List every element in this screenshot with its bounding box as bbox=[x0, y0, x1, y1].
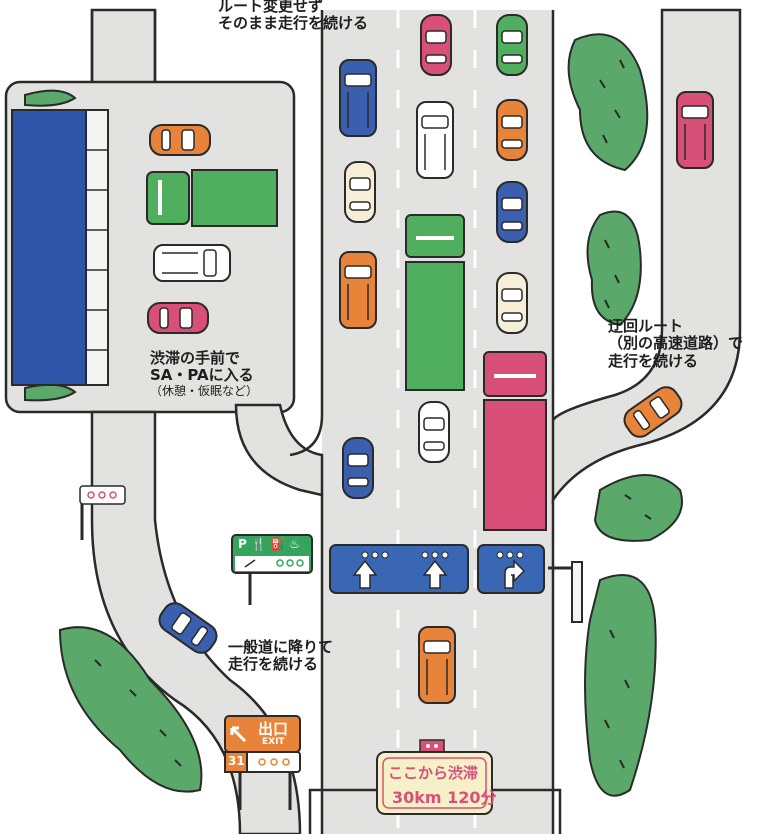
small-signpost bbox=[79, 485, 126, 540]
tree-6 bbox=[24, 89, 77, 107]
label-line: （休憩・仮眠など） bbox=[150, 383, 259, 398]
sapa-road-top bbox=[90, 8, 157, 92]
sapa-exit-road bbox=[234, 403, 324, 497]
parked-car-pink bbox=[147, 302, 209, 334]
label-continue-route: ルート変更せず そのまま走行を続ける bbox=[218, 0, 368, 33]
exit-sign bbox=[224, 715, 301, 810]
exit-arrow-icon bbox=[230, 726, 247, 743]
car-orange-lane2c bbox=[418, 626, 456, 704]
truck-pink-lane3 bbox=[483, 351, 547, 531]
label-line: SA・PAに入る bbox=[150, 366, 254, 385]
label-line: 一般道に降りて bbox=[228, 638, 334, 656]
car-blue-lane3 bbox=[496, 181, 528, 243]
jam-sign bbox=[308, 739, 562, 834]
car-white-lane2b bbox=[418, 401, 450, 463]
tree-1 bbox=[567, 33, 649, 172]
tree-3 bbox=[593, 474, 683, 542]
exit-sign-title: 出口 bbox=[258, 720, 289, 738]
car-green-lane3 bbox=[496, 14, 528, 76]
car-blue-lane1 bbox=[339, 59, 377, 137]
label-exit-road: 一般道に降りて 走行を続ける bbox=[228, 638, 334, 674]
car-pink-detour bbox=[676, 91, 714, 169]
tree-4 bbox=[584, 574, 657, 797]
sapa-sign-text: P 🍴 ⛽ ♨ bbox=[238, 537, 300, 551]
label-line: 走行を続ける bbox=[228, 655, 319, 674]
label-line: そのまま走行を続ける bbox=[218, 14, 369, 33]
sapa-sign bbox=[231, 534, 313, 605]
parked-truck-green bbox=[146, 169, 278, 227]
car-orange-lane3 bbox=[496, 99, 528, 161]
lane-markings bbox=[396, 10, 477, 834]
tree-5 bbox=[58, 626, 203, 793]
sapa-building bbox=[11, 109, 109, 386]
exit-number: 31 bbox=[228, 754, 245, 768]
label-line: （別の高速道路）で bbox=[608, 334, 744, 353]
car-cream-lane3 bbox=[496, 272, 528, 334]
exit-sign-en: EXIT bbox=[262, 737, 285, 747]
jam-sign-line2: 30km 120分 bbox=[392, 788, 497, 807]
car-cream-lane1 bbox=[344, 161, 376, 223]
label-line: 走行を続ける bbox=[608, 351, 699, 370]
lane-sign-gantry bbox=[329, 544, 583, 623]
car-pink-lane2 bbox=[420, 14, 452, 76]
label-line: 渋滞の手前で bbox=[150, 349, 241, 367]
highway-edges bbox=[90, 10, 555, 834]
parked-car-orange bbox=[149, 124, 211, 156]
trees bbox=[24, 33, 683, 797]
jam-sign-line1: ここから渋滞 bbox=[388, 764, 479, 782]
label-line: ルート変更せず bbox=[218, 0, 324, 15]
parked-van-white bbox=[153, 244, 231, 282]
tree-2 bbox=[586, 210, 642, 327]
truck-green-lane2 bbox=[405, 214, 465, 391]
label-detour: 迂回ルート （別の高速道路）で 走行を続ける bbox=[608, 317, 744, 370]
car-blue-lane1b bbox=[342, 437, 374, 499]
car-white-lane2 bbox=[416, 101, 454, 179]
label-line: 迂回ルート bbox=[608, 317, 684, 335]
label-sapa: 渋滞の手前で SA・PAに入る （休憩・仮眠など） bbox=[150, 349, 259, 398]
car-orange-lane1 bbox=[339, 251, 377, 329]
